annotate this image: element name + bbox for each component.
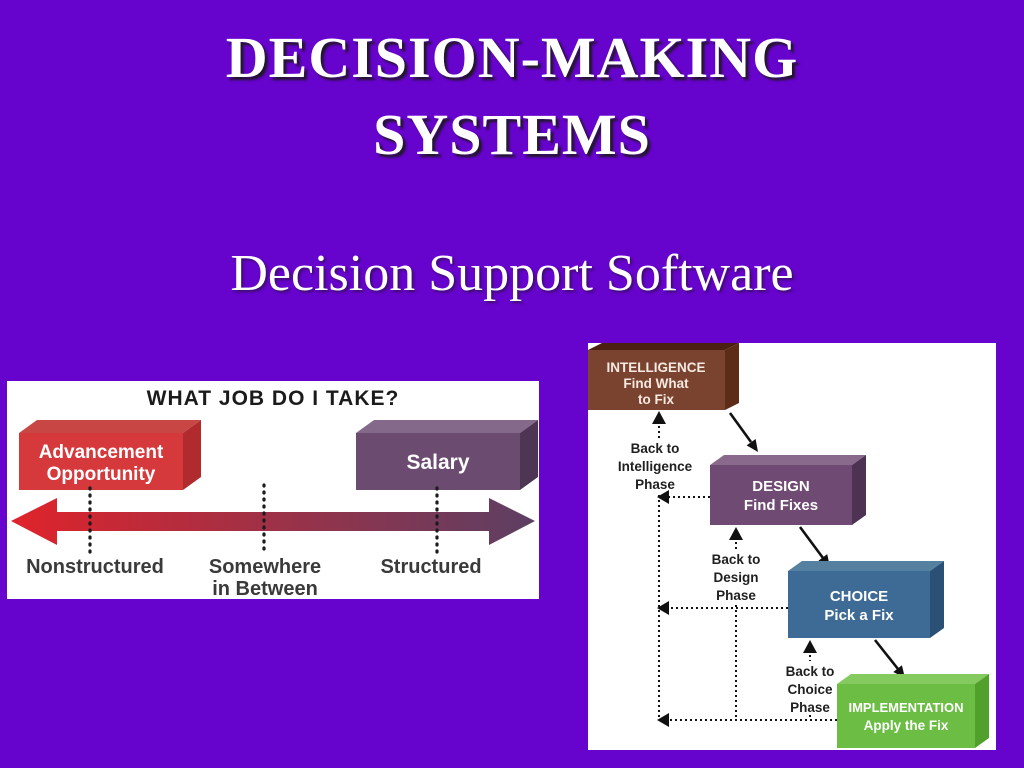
feedback-label-design-line2: Design — [713, 570, 758, 585]
slide-subtitle: Decision Support Software — [230, 245, 794, 302]
intelligence-box-side — [725, 343, 739, 410]
left-arrowhead-icon — [657, 713, 669, 727]
feedback-label-design-line3: Phase — [716, 588, 756, 603]
choice-box-side — [930, 561, 944, 638]
advancement-box-label-line1: Advancement — [39, 442, 164, 463]
advancement-opportunity-box: Advancement Opportunity — [19, 420, 201, 490]
implementation-box-top — [837, 674, 989, 684]
feedback-line-implementation-to-earlier — [657, 713, 837, 727]
structure-continuum-arrow — [11, 498, 535, 545]
intelligence-box-line3: to Fix — [638, 392, 674, 407]
left-arrowhead-icon — [657, 601, 669, 615]
design-box: DESIGN Find Fixes — [710, 455, 866, 525]
intelligence-box-top — [588, 343, 739, 350]
up-arrowhead-icon — [652, 411, 666, 424]
intelligence-box-line2: Find What — [623, 376, 689, 391]
design-box-face — [710, 465, 852, 525]
feedback-label-intelligence-line1: Back to — [631, 441, 680, 456]
choice-box-title: CHOICE — [830, 588, 888, 605]
feedback-path-intelligence: Back to Intelligence Phase — [618, 411, 693, 720]
salary-box-top — [356, 420, 538, 433]
salary-box-label: Salary — [406, 451, 469, 474]
salary-box-face — [356, 433, 520, 490]
axis-label-nonstructured: Nonstructured — [26, 556, 164, 578]
feedback-label-choice-line1: Back to — [786, 664, 835, 679]
choice-box-top — [788, 561, 944, 571]
design-box-top — [710, 455, 866, 465]
axis-label-in-between: in Between — [212, 578, 318, 599]
intelligence-box: INTELLIGENCE Find What to Fix — [588, 343, 739, 410]
arrowhead-icon — [746, 439, 758, 452]
implementation-box-face — [837, 684, 975, 748]
feedback-path-design: Back to Design Phase — [712, 527, 761, 720]
advancement-box-side — [183, 420, 201, 490]
advancement-box-top — [19, 420, 201, 433]
feedback-path-choice: Back to Choice Phase — [786, 640, 835, 720]
advancement-box-face — [19, 433, 183, 490]
salary-box-side — [520, 420, 538, 490]
feedback-label-design-line1: Back to — [712, 552, 761, 567]
design-box-title: DESIGN — [752, 478, 810, 495]
left-arrowhead-icon — [657, 490, 669, 504]
job-diagram-panel: WHAT JOB DO I TAKE? Advancement Opportun… — [7, 381, 539, 599]
design-box-side — [852, 455, 866, 525]
design-box-line2: Find Fixes — [744, 497, 818, 514]
implementation-box: IMPLEMENTATION Apply the Fix — [837, 674, 989, 748]
up-arrowhead-icon — [729, 527, 743, 540]
choice-box: CHOICE Pick a Fix — [788, 561, 944, 638]
up-arrowhead-icon — [803, 640, 817, 653]
feedback-label-intelligence-line2: Intelligence — [618, 459, 693, 474]
feedback-label-choice-line2: Choice — [787, 682, 833, 697]
feedback-line-design-to-intelligence — [657, 490, 710, 504]
salary-box: Salary — [356, 420, 538, 490]
axis-label-structured: Structured — [380, 556, 481, 578]
slide-title: DECISION-MAKING SYSTEMS — [0, 20, 1024, 173]
implementation-box-side — [975, 674, 989, 748]
feedback-line-choice-to-earlier — [657, 601, 788, 615]
arrow-intelligence-to-design — [728, 412, 758, 452]
slide-title-line2: SYSTEMS — [373, 101, 651, 167]
implementation-box-title: IMPLEMENTATION — [848, 700, 963, 715]
advancement-box-label-line2: Opportunity — [47, 464, 156, 485]
choice-box-line2: Pick a Fix — [824, 607, 894, 624]
axis-label-somewhere: Somewhere — [209, 556, 321, 578]
feedback-label-intelligence-line3: Phase — [635, 477, 675, 492]
choice-box-face — [788, 571, 930, 638]
intelligence-box-title: INTELLIGENCE — [606, 360, 705, 375]
job-diagram-title: WHAT JOB DO I TAKE? — [147, 387, 400, 410]
slide-title-line1: DECISION-MAKING — [225, 25, 799, 90]
decision-flowchart-panel: INTELLIGENCE Find What to Fix DESIGN Fin… — [588, 343, 996, 750]
feedback-label-choice-line3: Phase — [790, 700, 830, 715]
implementation-box-line2: Apply the Fix — [864, 718, 949, 733]
intelligence-box-face — [588, 350, 725, 410]
